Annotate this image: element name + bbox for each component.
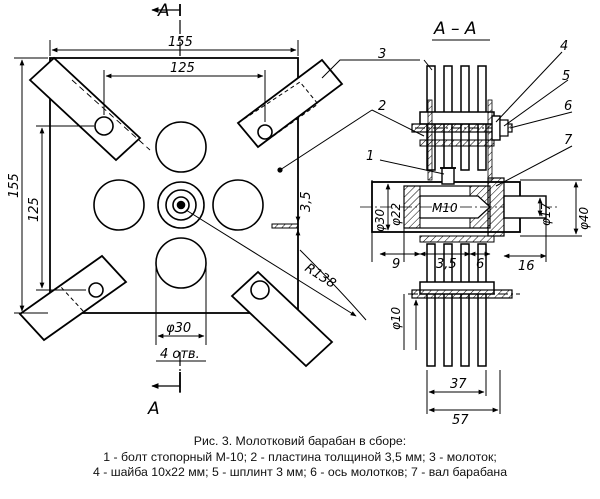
drawing-labels: A A A – A 155 125 155 125 3,5 R138 φ30 4… [7, 1, 591, 428]
dim-dia17-label: φ17 [539, 202, 553, 226]
hammer-bottom-left [18, 254, 128, 342]
dim-dia10-label: φ10 [389, 306, 403, 330]
dim-3-5-plate-label: 3,5 [299, 191, 314, 212]
hole-right [212, 179, 264, 231]
dim-3-5-section-label: 3,5 [436, 257, 457, 272]
callout-2: 2 [378, 99, 386, 114]
r138-arc [299, 249, 367, 321]
dim-125-h-label: 125 [170, 61, 195, 76]
hammer-drum-drawing: A A A – A 155 125 155 125 3,5 R138 φ30 4… [7, 1, 591, 428]
dim-dia30-front [155, 265, 207, 345]
dim-155-v-label: 155 [7, 173, 22, 198]
dim-155-h-label: 155 [168, 35, 193, 50]
dim-dia30-section-label: φ30 [373, 208, 387, 232]
plate-top-section [419, 139, 495, 147]
section-dims [371, 179, 582, 414]
hammers-bottom [408, 235, 520, 367]
dim-16-label: 16 [518, 259, 535, 274]
caption-legend-2: 4 - шайба 10х22 мм; 5 - шплинт 3 мм; 6 -… [92, 465, 508, 479]
hole-left [93, 179, 145, 231]
hammer-top-right [236, 58, 344, 149]
caption-legend-1: 1 - болт стопорный М-10; 2 - пластина то… [103, 449, 497, 464]
plate-outline [49, 57, 299, 314]
dim-125-v-label: 125 [27, 197, 42, 222]
hammer-bottom-right [230, 270, 334, 368]
hole-bottom [155, 237, 207, 289]
callout-5: 5 [562, 69, 570, 84]
dim-6-label: 6 [476, 257, 484, 272]
dim-dia30-front-label: φ30 [166, 321, 191, 336]
callout-3: 3 [378, 47, 386, 62]
shaft [360, 177, 560, 237]
dim-r138-label: R138 [302, 261, 339, 292]
callout-7: 7 [564, 133, 573, 148]
thread-m10-label: M10 [432, 201, 458, 215]
section-title: A – A [433, 19, 477, 39]
dim-125-h [103, 70, 266, 122]
callout-1: 1 [366, 149, 374, 164]
center-hub [157, 181, 205, 229]
section-leaders [371, 51, 573, 187]
hole-top [155, 121, 207, 173]
section-view [360, 39, 582, 414]
figure-caption: Рис. 3. Молотковий барабан в сборе: 1 - … [0, 434, 600, 481]
hammer-top-left [28, 56, 142, 162]
dim-9-label: 9 [392, 257, 400, 272]
dim-dia40-label: φ40 [577, 206, 591, 230]
dim-125-v [36, 125, 94, 291]
note-holes: 4 отв. [160, 347, 200, 362]
dim-37-label: 37 [450, 377, 467, 392]
dim-155-h [49, 40, 299, 56]
caption-title: Рис. 3. Молотковий барабан в сборе: [193, 434, 407, 448]
section-mark-bottom: A [147, 399, 160, 419]
dim-57-label: 57 [452, 413, 469, 428]
section-mark-top: A [157, 1, 170, 21]
dim-dia22-label: φ22 [389, 203, 403, 226]
front-view [14, 4, 420, 396]
dim-155-v [14, 57, 48, 314]
stop-bolt [440, 167, 456, 185]
callout-4: 4 [560, 39, 568, 54]
callout-6: 6 [564, 99, 572, 114]
